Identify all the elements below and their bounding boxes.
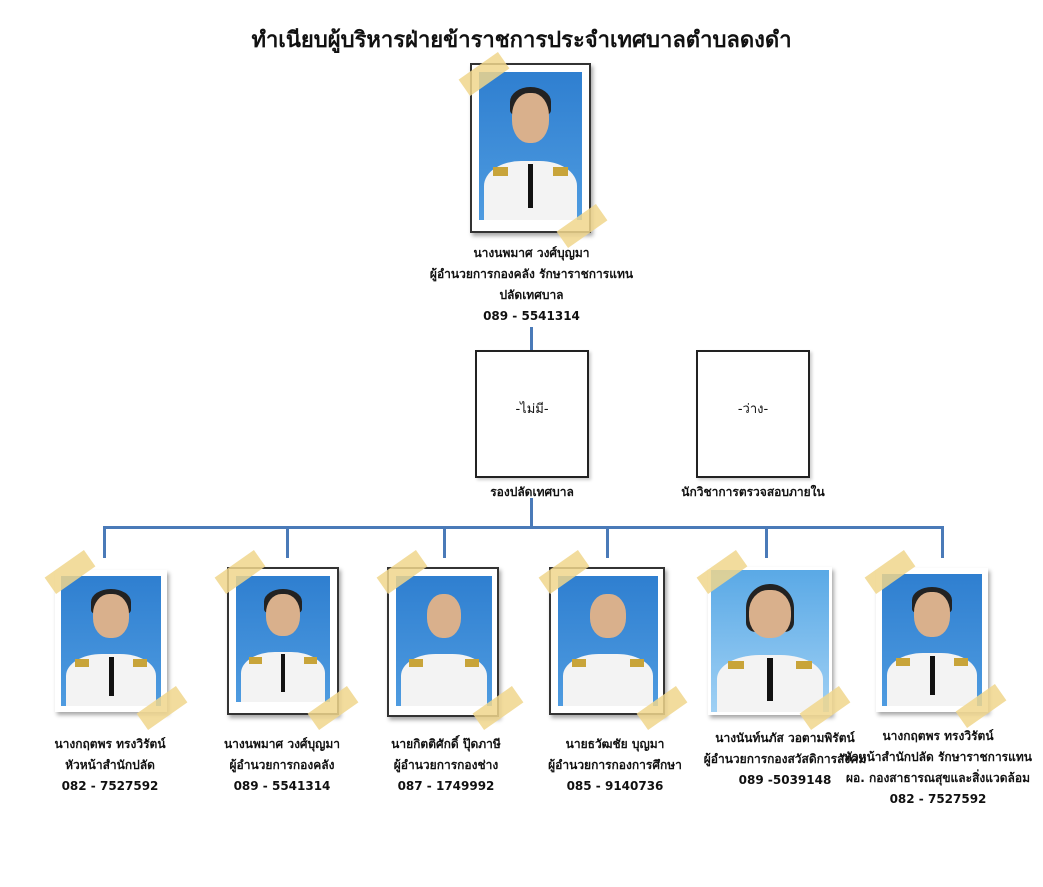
person-name: นางกฤตพร ทรงวิรัตน์ <box>54 737 166 751</box>
portrait-photo <box>61 576 161 706</box>
person-phone: 087 - 1749992 <box>397 779 495 793</box>
middle-position-label: รองปลัดเทศบาล <box>490 485 574 499</box>
top-portrait-photo <box>479 72 582 220</box>
middle-position-label: นักวิชาการตรวจสอบภายใน <box>681 485 825 499</box>
connector-drop-4 <box>606 526 609 558</box>
connector-mid-vertical <box>530 498 533 528</box>
person-label-4: นายธวัฒชัย บุญมา ผู้อำนวยการกองการศึกษา … <box>520 734 710 797</box>
connector-drop-6 <box>941 526 944 558</box>
page-title: ทำเนียบผู้บริหารฝ่ายข้าราชการประจำเทศบาล… <box>251 28 792 53</box>
connector-top-vertical <box>530 327 533 351</box>
connector-drop-2 <box>286 526 289 558</box>
connector-drop-5 <box>765 526 768 558</box>
person-name: นายกิตติศักดิ์ ปุ๊ดภาษี <box>391 737 501 751</box>
vacant-box-deputy: -ไม่มี- <box>475 350 589 478</box>
top-person-label: นางนพมาศ วงศ์บุญมา ผู้อำนวยการกองคลัง รั… <box>380 243 683 327</box>
vacant-box-auditor: -ว่าง- <box>696 350 810 478</box>
portrait-photo <box>558 576 658 706</box>
top-person-position2: ปลัดเทศบาล <box>499 288 564 302</box>
person-phone: 082 - 7527592 <box>889 792 987 806</box>
top-person-position: ผู้อำนวยการกองคลัง รักษาราชการแทน <box>429 267 634 281</box>
person-name: นางกฤตพร ทรงวิรัตน์ <box>882 729 994 743</box>
person-name: นายธวัฒชัย บุญมา <box>565 737 665 751</box>
person-phone: 089 - 5541314 <box>233 779 331 793</box>
portrait-frame-3 <box>387 567 499 717</box>
top-person-phone: 089 - 5541314 <box>483 309 580 323</box>
person-phone: 085 - 9140736 <box>566 779 664 793</box>
box-text: -ไม่มี- <box>515 402 549 417</box>
person-label-3: นายกิตติศักดิ์ ปุ๊ดภาษี ผู้อำนวยการกองช่… <box>360 734 532 797</box>
person-phone: 082 - 7527592 <box>61 779 159 793</box>
portrait-frame-1 <box>55 570 167 712</box>
portrait-photo <box>882 574 982 706</box>
portrait-photo <box>236 576 330 702</box>
person-name: นางนันท์นภัส วอตามพิรัตน์ <box>715 731 855 745</box>
connector-drop-1 <box>103 526 106 558</box>
person-label-6: นางกฤตพร ทรงวิรัตน์ หัวหน้าสำนักปลัด รัก… <box>840 726 1036 810</box>
portrait-frame-5 <box>708 567 832 715</box>
person-phone: 089 -5039148 <box>738 773 832 787</box>
person-position: ผู้อำนวยการกองสวัสดิการสังคม <box>703 752 867 766</box>
person-label-2: นางนพมาศ วงศ์บุญมา ผู้อำนวยการกองคลัง 08… <box>196 734 368 797</box>
portrait-frame-4 <box>549 567 665 715</box>
person-label-5: นางนันท์นภัส วอตามพิรัตน์ ผู้อำนวยการกอง… <box>680 728 890 791</box>
person-position: ผู้อำนวยการกองคลัง <box>229 758 335 772</box>
top-portrait-frame <box>470 63 591 233</box>
top-person-name: นางนพมาศ วงศ์บุญมา <box>473 246 590 260</box>
person-position: ผู้อำนวยการกองการศึกษา <box>548 758 682 772</box>
person-position: ผู้อำนวยการกองช่าง <box>393 758 499 772</box>
portrait-photo <box>711 570 829 712</box>
person-label-1: นางกฤตพร ทรงวิรัตน์ หัวหน้าสำนักปลัด 082… <box>30 734 190 797</box>
connector-horizontal-bar <box>103 526 944 529</box>
person-position: หัวหน้าสำนักปลัด <box>65 758 155 772</box>
person-position2: ผอ. กองสาธารณสุขและสิ่งแวดล้อม <box>846 771 1030 785</box>
person-name: นางนพมาศ วงศ์บุญมา <box>223 737 341 751</box>
portrait-photo <box>396 576 492 706</box>
box-text: -ว่าง- <box>737 402 769 417</box>
person-position: หัวหน้าสำนักปลัด รักษาราชการแทน <box>844 750 1032 764</box>
connector-drop-3 <box>443 526 446 558</box>
portrait-frame-6 <box>876 568 988 712</box>
portrait-frame-2 <box>227 567 339 715</box>
